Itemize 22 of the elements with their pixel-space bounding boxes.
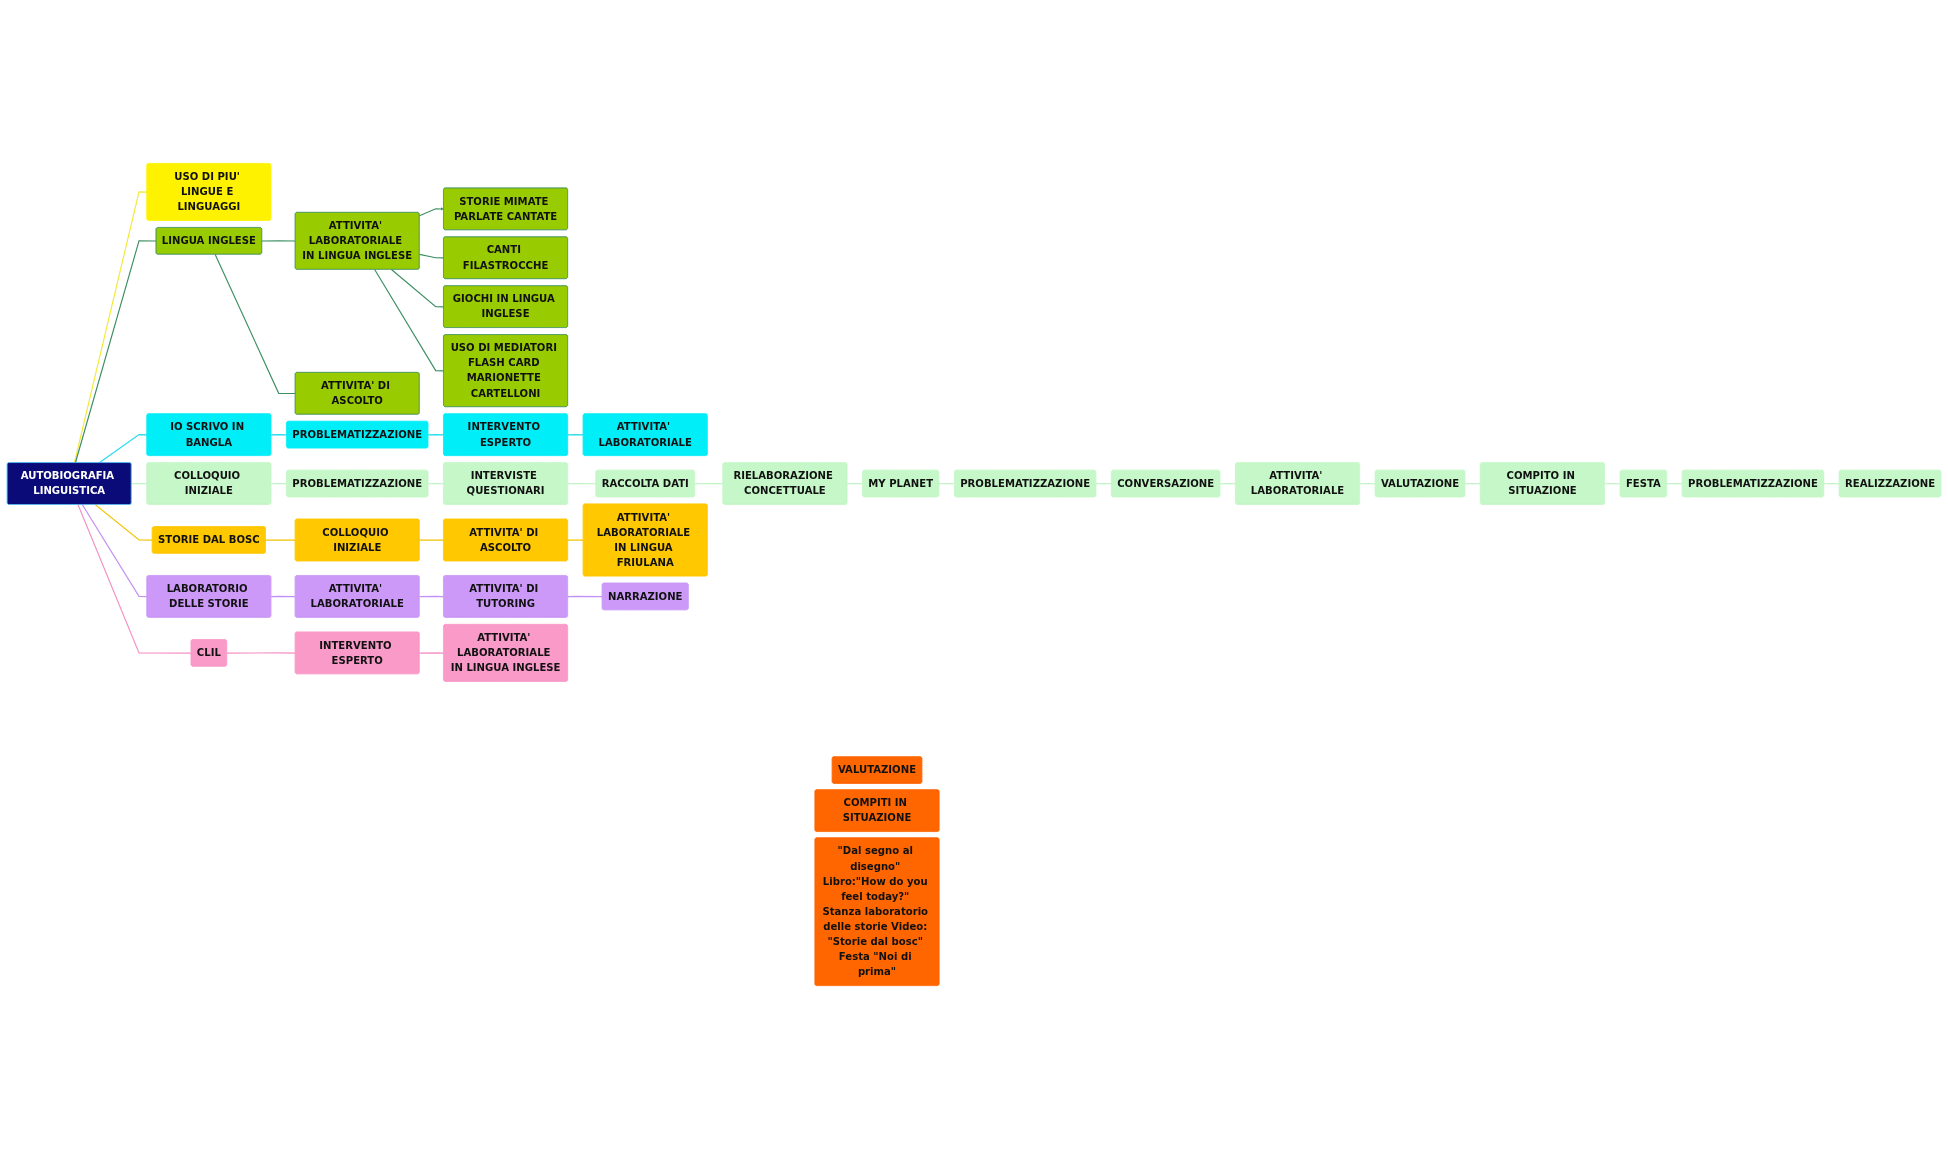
- arrow: [418, 207, 444, 217]
- connector: [418, 595, 445, 598]
- connector: [694, 482, 724, 485]
- connector: [98, 434, 148, 464]
- connector: [418, 539, 445, 541]
- connector: [270, 595, 296, 598]
- connector: [73, 191, 148, 464]
- connector: [390, 268, 445, 308]
- connector: [74, 240, 157, 464]
- connector: [265, 539, 296, 541]
- connector: [214, 253, 296, 395]
- connector: [77, 504, 192, 654]
- connector: [374, 268, 445, 372]
- connector: [261, 240, 296, 242]
- connector: [226, 652, 296, 654]
- connector: [418, 253, 445, 259]
- connector: [418, 652, 445, 654]
- connector: [94, 504, 153, 541]
- connector: [81, 504, 148, 598]
- connector: [567, 595, 603, 598]
- connector: [567, 482, 597, 485]
- connector: [567, 539, 584, 541]
